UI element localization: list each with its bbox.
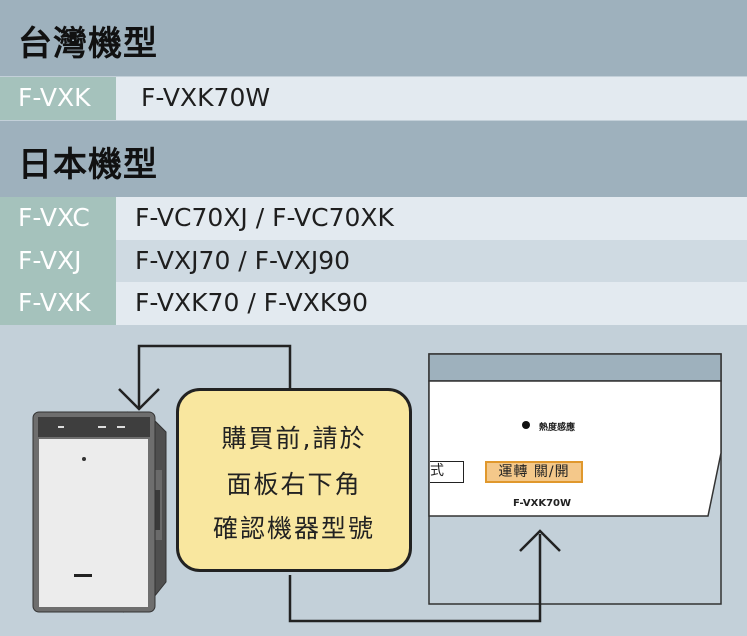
series-label: F-VXK <box>18 83 91 112</box>
series-tag: F-VXK <box>0 77 116 120</box>
series-tag: F-VXJ <box>0 240 116 282</box>
panel-zoom-header <box>428 353 722 382</box>
note-line: 購買前,請於 <box>221 424 367 453</box>
brand-mark <box>82 457 86 461</box>
japan-row: F-VXK F-VXK70 / F-VXK90 <box>0 282 747 325</box>
model-list: F-VXK70 / F-VXK90 <box>135 288 369 317</box>
series-tag: F-VXC <box>0 197 116 240</box>
model-cell: F-VXK70 / F-VXK90 <box>116 282 747 325</box>
series-label: F-VXJ <box>18 246 82 275</box>
arrow-head <box>118 388 160 411</box>
arrow-head <box>519 529 561 552</box>
indicator-dot <box>522 421 530 429</box>
side-slot <box>152 490 160 530</box>
run-button: 運轉 關/開 <box>485 461 583 483</box>
taiwan-heading: 台灣機型 <box>18 24 158 64</box>
note-line: 確認機器型號 <box>212 514 375 543</box>
japan-row: F-VXC F-VC70XJ / F-VC70XK <box>0 197 747 240</box>
taiwan-header: 台灣機型 <box>0 0 747 76</box>
series-tag: F-VXK <box>0 282 116 325</box>
model-list: F-VC70XJ / F-VC70XK <box>135 203 394 232</box>
panel-model-label: F-VXK70W <box>512 498 572 509</box>
model-cell: F-VXJ70 / F-VXJ90 <box>116 240 747 282</box>
model-cell: F-VXK70W <box>116 77 747 120</box>
connector-line <box>137 344 292 408</box>
taiwan-row: F-VXK F-VXK70W <box>0 77 747 120</box>
note-line: 面板右下角 <box>226 470 362 499</box>
japan-row: F-VXJ F-VXJ70 / F-VXJ90 <box>0 240 747 282</box>
indicator-label: 熱度感應 <box>539 423 576 433</box>
series-label: F-VXK <box>18 288 91 317</box>
model-list: F-VXJ70 / F-VXJ90 <box>135 246 351 275</box>
model-cell: F-VC70XJ / F-VC70XK <box>116 197 747 240</box>
series-label: F-VXC <box>18 203 90 232</box>
purifier-panel <box>39 439 148 607</box>
front-slot <box>74 574 92 577</box>
mode-button: 式 <box>430 461 464 483</box>
japan-heading: 日本機型 <box>18 145 158 185</box>
purifier-top-panel <box>38 417 150 437</box>
model-list: F-VXK70W <box>141 83 271 112</box>
japan-header: 日本機型 <box>0 121 747 197</box>
panel-face <box>428 380 722 517</box>
callout-note: 購買前,請於 面板右下角 確認機器型號 <box>176 388 412 572</box>
connector-line <box>288 534 542 623</box>
